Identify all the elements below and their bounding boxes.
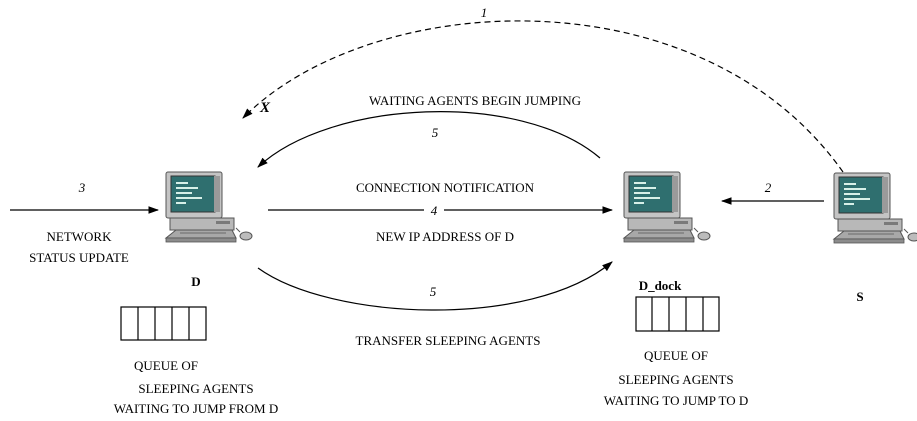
queue-d-dock-line2: SLEEPING AGENTS [618,372,733,387]
step-5-top-label: 5 [432,125,439,140]
node-label-d: D [191,274,200,289]
connection-notification-label: CONNECTION NOTIFICATION [356,180,535,195]
network-label-line1: NETWORK [47,229,113,244]
step-2-label: 2 [765,180,772,195]
network-label-line2: STATUS UPDATE [29,250,129,265]
blocked-x-mark: X [259,100,271,116]
computer-d-dock-icon [623,171,711,243]
new-ip-label: NEW IP ADDRESS OF D [376,229,514,244]
transfer-sleeping-label: TRANSFER SLEEPING AGENTS [356,333,541,348]
computer-s-icon [833,172,917,244]
queue-d-line3: WAITING TO JUMP FROM D [114,401,278,416]
step-3-label: 3 [78,180,86,195]
queue-d-dock-line1: QUEUE OF [644,348,708,363]
step-5-bottom-label: 5 [430,284,437,299]
computer-d-icon [165,171,253,243]
queue-d [120,306,207,341]
step-4-label: 4 [431,203,438,218]
queue-d-dock [635,296,720,332]
waiting-agents-label: WAITING AGENTS BEGIN JUMPING [369,93,581,108]
dashed-arrow-s-to-d [242,20,844,173]
arrow-transfer-sleeping [257,261,613,311]
node-label-d-dock: D_dock [639,278,682,293]
queue-d-line2: SLEEPING AGENTS [138,381,253,396]
node-label-s: S [856,289,863,304]
arrow-waiting-agents [257,111,601,168]
queue-d-line1: QUEUE OF [134,358,198,373]
step-1-label: 1 [481,5,488,20]
queue-d-dock-line3: WAITING TO JUMP TO D [604,393,748,408]
